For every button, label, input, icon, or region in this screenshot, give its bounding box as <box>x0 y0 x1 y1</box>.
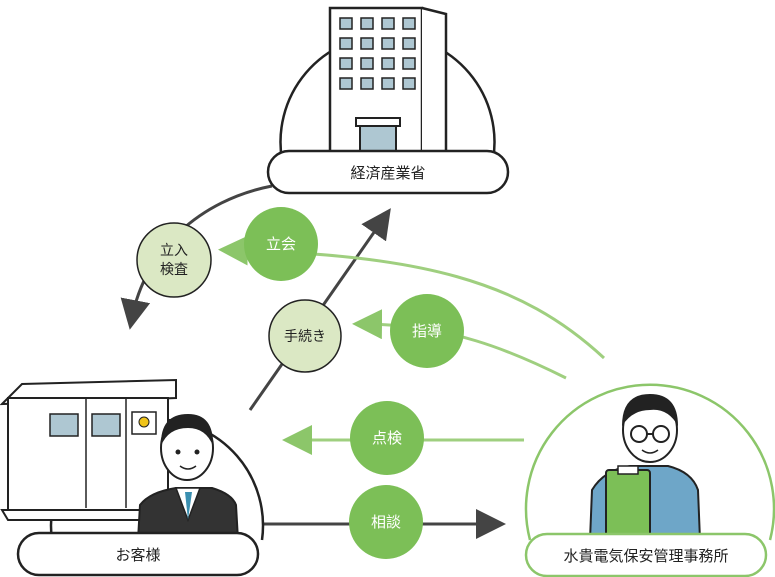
office-node: 水貴電気保安管理事務所 <box>524 383 775 577</box>
consultation-label: 相談 <box>371 513 401 531</box>
office-building-icon <box>328 6 448 165</box>
ministry-node: 経済産業省 <box>266 6 510 195</box>
attendance-label: 立会 <box>266 235 296 253</box>
attendance-bubble: 立会 <box>244 207 318 281</box>
customer-node: お客様 <box>0 378 265 577</box>
customer-label: お客様 <box>115 546 160 564</box>
office-label: 水貴電気保安管理事務所 <box>563 547 728 565</box>
procedure-bubble: 手続き <box>268 299 342 373</box>
consultation-bubble: 相談 <box>349 485 423 559</box>
check-label: 点検 <box>372 429 402 447</box>
inspection-label-line2: 検査 <box>160 262 188 278</box>
guidance-label: 指導 <box>412 322 442 340</box>
substation-cubicle-icon <box>0 378 177 521</box>
inspection-label-line1: 立入 <box>160 243 188 259</box>
engineer-person-icon <box>588 394 702 541</box>
procedure-label: 手続き <box>284 328 326 345</box>
inspection-bubble: 立入 検査 <box>136 222 212 298</box>
check-bubble: 点検 <box>350 401 424 475</box>
guidance-bubble: 指導 <box>390 294 464 368</box>
ministry-label: 経済産業省 <box>350 164 425 182</box>
customer-person-icon <box>136 414 240 541</box>
